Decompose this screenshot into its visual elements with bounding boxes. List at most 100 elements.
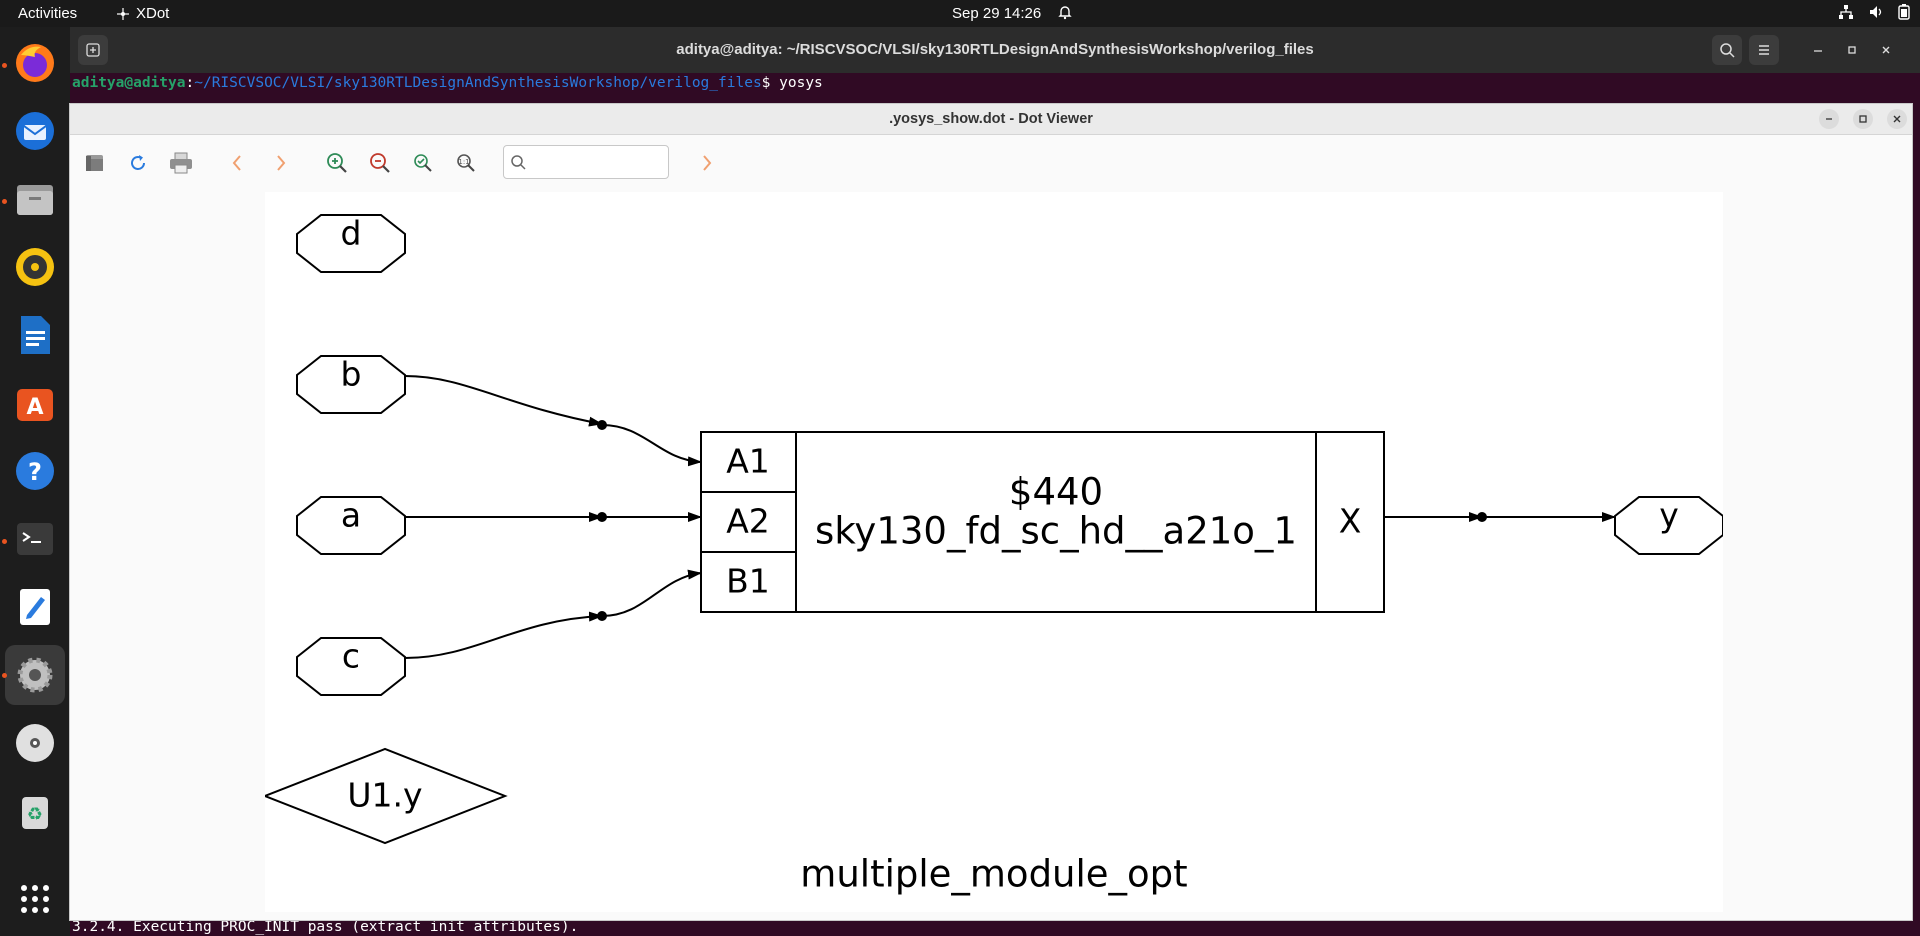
rhythmbox-icon[interactable] [11, 243, 59, 291]
open-button[interactable] [81, 149, 109, 177]
node-label-y: y [1659, 496, 1679, 535]
zoom-100-button[interactable]: 1:1 [452, 149, 480, 177]
volume-icon [1870, 6, 1882, 18]
zoom-in-button[interactable] [323, 149, 351, 177]
chevron-left-icon [232, 155, 241, 171]
terminal-close-button[interactable] [1871, 35, 1901, 65]
show-apps-icon[interactable] [11, 875, 59, 923]
graph-canvas[interactable]: d b a c [262, 192, 1724, 912]
edge-c-to-b1 [404, 611, 603, 659]
files-icon[interactable] [11, 175, 59, 223]
forward-button[interactable] [267, 149, 295, 177]
terminal-search-button[interactable] [1712, 35, 1742, 65]
viewer-minimize-button[interactable] [1819, 109, 1839, 129]
port-b1-label: B1 [726, 562, 770, 601]
viewer-maximize-button[interactable] [1853, 109, 1873, 129]
wire-node-u1-y[interactable]: U1.y [262, 747, 508, 845]
terminal-prompt-line[interactable]: aditya@aditya:~/RISCVSOC/VLSI/sky130RTLD… [72, 75, 823, 91]
system-tray[interactable] [1838, 4, 1910, 20]
graph-svg: d b a c [262, 214, 1724, 896]
terminal-title: aditya@aditya: ~/RISCVSOC/VLSI/sky130RTL… [676, 41, 1314, 58]
dot-viewer-window: .yosys_show.dot - Dot Viewer [70, 104, 1912, 920]
maximize-icon [1859, 115, 1867, 123]
close-icon [1893, 115, 1901, 123]
dock: A ? ♻ [0, 27, 70, 936]
firefox-icon[interactable] [11, 39, 59, 87]
prompt-user: aditya@aditya [72, 75, 186, 91]
port-a2-label: A2 [726, 502, 770, 541]
find-input[interactable] [530, 151, 666, 175]
terminal-minimize-button[interactable] [1803, 35, 1833, 65]
reload-icon [131, 155, 145, 170]
disc-icon[interactable] [11, 719, 59, 767]
hamburger-icon [1759, 45, 1769, 55]
cell-type-label: sky130_fd_sc_hd__a21o_1 [815, 510, 1297, 553]
text-editor-icon[interactable] [11, 583, 59, 631]
chevron-right-icon [703, 155, 712, 171]
prompt-path: ~/RISCVSOC/VLSI/sky130RTLDesignAndSynthe… [194, 75, 762, 91]
prompt-command: $ yosys [761, 75, 823, 91]
terminal-restore-button[interactable] [1837, 35, 1867, 65]
print-button[interactable] [167, 149, 195, 177]
restore-icon [1848, 46, 1856, 54]
input-node-c[interactable]: c [296, 637, 406, 696]
settings-icon[interactable] [5, 645, 65, 705]
graph-canvas-area[interactable]: d b a c [70, 192, 1912, 920]
port-x-label: X [1339, 502, 1362, 541]
printer-icon [170, 152, 192, 174]
edge-c-junction-to-b1 [601, 569, 702, 617]
trash-icon[interactable]: ♻ [11, 787, 59, 835]
zoom-original-icon: 1:1 [457, 154, 475, 172]
folder-open-icon [86, 155, 103, 171]
clock[interactable]: Sep 29 14:26 [952, 5, 1042, 22]
node-label-a: a [341, 496, 361, 535]
viewer-title: .yosys_show.dot - Dot Viewer [889, 111, 1093, 127]
network-icon [1839, 5, 1853, 19]
prompt-separator: : [185, 75, 195, 91]
viewer-close-button[interactable] [1887, 109, 1907, 129]
new-tab-icon [86, 43, 100, 57]
find-next-button[interactable] [693, 149, 721, 177]
app-menu-label: XDot [136, 5, 170, 22]
app-menu[interactable]: XDot [116, 5, 169, 22]
output-node-y[interactable]: y [1614, 496, 1724, 555]
terminal-output-line: 3.2.4. Executing PROC_INIT pass (extract… [72, 919, 579, 935]
thunderbird-icon[interactable] [11, 107, 59, 155]
minimize-icon [1814, 50, 1822, 52]
terminal-icon[interactable] [11, 515, 59, 563]
minimize-icon [1826, 118, 1832, 120]
cell-id-label: $440 [1009, 471, 1103, 514]
new-tab-button[interactable] [78, 35, 108, 65]
zoom-in-icon [327, 153, 347, 173]
find-field[interactable] [503, 145, 669, 179]
zoom-fit-button[interactable] [409, 149, 437, 177]
top-bar: Activities XDot Sep 29 14:26 [0, 0, 1920, 27]
cell-node-440[interactable]: A1 A2 B1 $440 sky130_fd_sc_hd__a21o_1 X [700, 431, 1385, 613]
svg-text:?: ? [28, 458, 42, 486]
app-center-icon[interactable]: A [11, 379, 59, 427]
close-icon [1882, 46, 1890, 54]
node-label-b: b [341, 355, 362, 394]
node-label-c: c [342, 637, 360, 676]
viewer-titlebar[interactable]: .yosys_show.dot - Dot Viewer [70, 104, 1912, 135]
node-label-d: d [341, 214, 362, 253]
zoom-out-button[interactable] [366, 149, 394, 177]
back-button[interactable] [223, 149, 251, 177]
search-icon [511, 155, 526, 170]
reload-button[interactable] [124, 149, 152, 177]
chevron-right-icon [277, 155, 286, 171]
terminal-menu-button[interactable] [1749, 35, 1779, 65]
input-node-d[interactable]: d [296, 214, 406, 273]
activities-button[interactable]: Activities [18, 5, 78, 22]
xdot-app-icon [117, 7, 129, 20]
edge-b-to-a1 [404, 375, 603, 427]
input-node-a[interactable]: a [296, 496, 406, 555]
input-node-b[interactable]: b [296, 355, 406, 414]
help-icon[interactable]: ? [11, 447, 59, 495]
battery-icon [1898, 4, 1910, 20]
writer-icon[interactable] [11, 311, 59, 359]
terminal-header: aditya@aditya: ~/RISCVSOC/VLSI/sky130RTL… [70, 27, 1920, 73]
svg-text:A: A [26, 395, 43, 420]
viewer-toolbar: 1:1 [70, 135, 1912, 191]
svg-text:♻: ♻ [27, 804, 43, 825]
